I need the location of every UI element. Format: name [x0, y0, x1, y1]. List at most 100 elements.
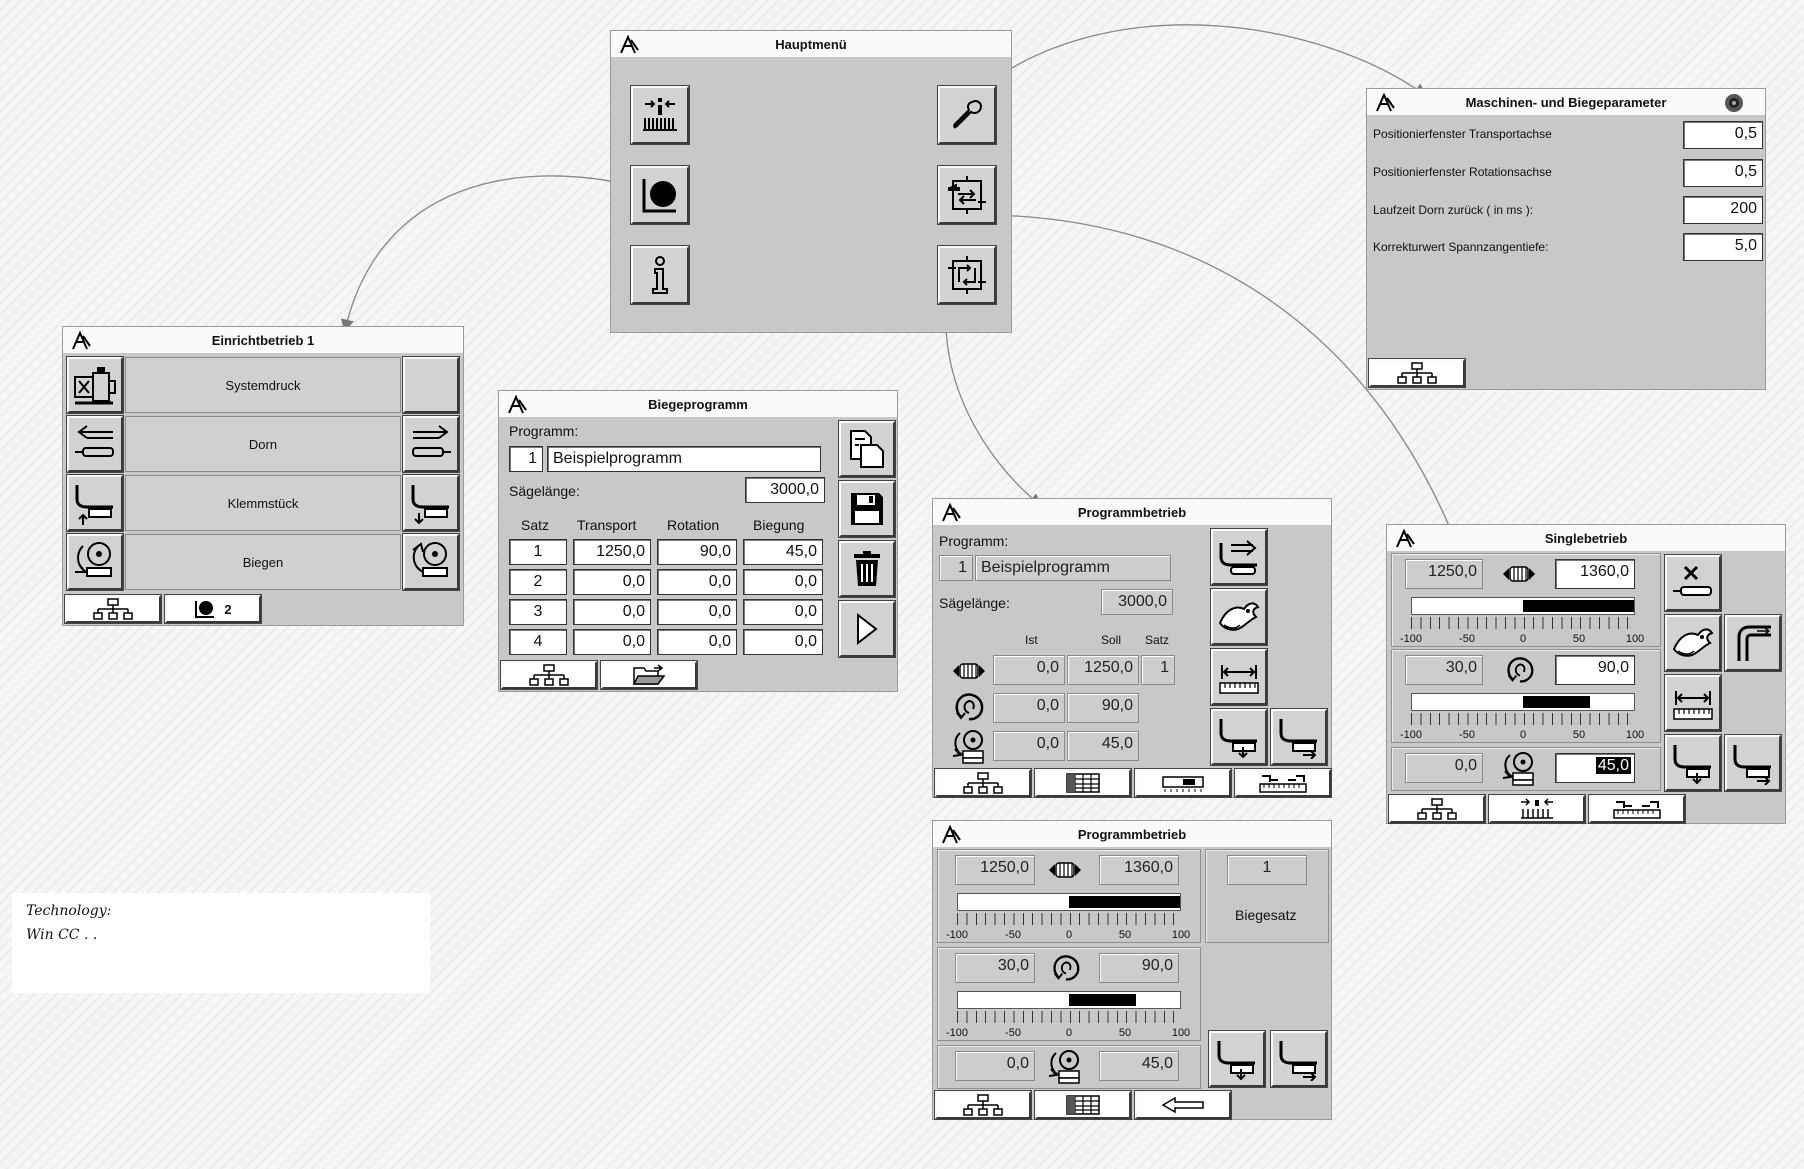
clamp-forward-button[interactable]	[1725, 735, 1781, 791]
pump-button[interactable]	[67, 357, 123, 413]
transport-cell[interactable]: 1250,0	[573, 539, 651, 565]
lubricate-button[interactable]	[1211, 589, 1267, 645]
setup-button[interactable]	[1489, 795, 1585, 823]
biegung-cell[interactable]: 0,0	[743, 569, 823, 595]
logo-icon	[942, 824, 961, 844]
bend-forward-button[interactable]	[403, 534, 459, 590]
bar-view-button[interactable]	[1135, 769, 1231, 797]
biegung-cell[interactable]: 0,0	[743, 599, 823, 625]
biegung-cell[interactable]: 45,0	[743, 539, 823, 565]
lubricate-button[interactable]	[1665, 615, 1721, 671]
saegelaenge-input[interactable]: 3000,0	[745, 477, 825, 503]
systemdruck-toggle-button[interactable]	[403, 357, 459, 413]
bend-axis-icon	[952, 730, 984, 764]
programmbetrieb-panel: Programmbetrieb Programm: 1 Beispielprog…	[932, 498, 1332, 798]
mandrel-back-button[interactable]	[67, 416, 123, 472]
mandrel-off-button[interactable]	[1665, 555, 1721, 611]
bending-button[interactable]	[631, 166, 689, 224]
info-button[interactable]	[631, 246, 689, 304]
home-menu-button[interactable]	[501, 661, 597, 689]
title-bar: Singlebetrieb	[1387, 525, 1785, 551]
satz-cell[interactable]: 3	[509, 599, 567, 625]
rotation-soll-input[interactable]: 90,0	[1555, 655, 1635, 685]
parameters-button[interactable]	[938, 86, 996, 144]
page-number: 2	[224, 601, 232, 617]
next-button[interactable]	[839, 601, 895, 657]
transport-soll-input[interactable]: 1360,0	[1555, 559, 1635, 589]
collet-depth-input[interactable]: 5,0	[1683, 233, 1763, 261]
biegung-cell[interactable]: 0,0	[743, 629, 823, 655]
machine-bed-icon	[1259, 775, 1307, 793]
setup-button[interactable]	[631, 86, 689, 144]
pipe-bend-button[interactable]	[1725, 615, 1781, 671]
rotation-group	[937, 947, 1201, 1041]
mandrel-button[interactable]	[1211, 529, 1267, 585]
title-bar: Programmbetrieb	[933, 821, 1331, 847]
satz-output: 1	[1141, 655, 1175, 685]
clamp-down-button[interactable]	[1211, 709, 1267, 765]
einricht-page-2-button[interactable]: 2	[165, 595, 261, 623]
clamp-down-button[interactable]	[1209, 1031, 1265, 1087]
programm-name-input[interactable]: Beispielprogramm	[547, 446, 821, 472]
home-menu-button[interactable]	[935, 769, 1031, 797]
scale-label: 100	[1171, 929, 1191, 941]
measure-button[interactable]	[1665, 675, 1721, 731]
copy-program-button[interactable]	[839, 421, 895, 477]
satz-cell[interactable]: 1	[509, 539, 567, 565]
biegesatz-label: Biegesatz	[1235, 907, 1297, 923]
back-button[interactable]	[1135, 1091, 1231, 1119]
rotation-window-input[interactable]: 0,5	[1683, 159, 1763, 187]
rotation-cell[interactable]: 0,0	[657, 629, 737, 655]
single-mode-button[interactable]	[938, 166, 996, 224]
scale-label: 50	[1572, 633, 1586, 645]
program-list-button[interactable]	[1035, 769, 1131, 797]
save-button[interactable]	[839, 481, 895, 537]
clamp-forward-button[interactable]	[1271, 709, 1327, 765]
clamp-open-button[interactable]	[67, 475, 123, 531]
biegen-label: Biegen	[242, 554, 284, 570]
mandrel-forward-button[interactable]	[403, 416, 459, 472]
rotation-cell[interactable]: 0,0	[657, 599, 737, 625]
bend-back-button[interactable]	[67, 534, 123, 590]
home-menu-button[interactable]	[935, 1091, 1031, 1119]
einricht-panel: Einrichtbetrieb 1 Systemdruck Dorn Klemm…	[62, 326, 464, 626]
param-label: Laufzeit Dorn zurück ( in ms ):	[1373, 203, 1534, 217]
klemmstueck-label: Klemmstück	[227, 495, 299, 511]
mandrel-runtime-input[interactable]: 200	[1683, 196, 1763, 224]
clamp-forward-button[interactable]	[1271, 1031, 1327, 1087]
programm-number-output: 1	[939, 555, 973, 581]
machine-view-button[interactable]	[1235, 769, 1331, 797]
rotation-cell[interactable]: 90,0	[657, 539, 737, 565]
satz-cell[interactable]: 4	[509, 629, 567, 655]
program-mode-button[interactable]	[938, 246, 996, 304]
delete-button[interactable]	[839, 541, 895, 597]
transport-cell[interactable]: 0,0	[573, 629, 651, 655]
setup-axes-icon	[643, 98, 677, 131]
open-folder-button[interactable]	[601, 661, 697, 689]
rotation-position-bar	[957, 991, 1181, 1009]
singlebetrieb-panel: Singlebetrieb 1250,0 1360,0 -100 -50 0 5…	[1386, 524, 1786, 824]
rotation-cell[interactable]: 0,0	[657, 569, 737, 595]
rotation-axis-icon	[1507, 657, 1534, 683]
transport-cell[interactable]: 0,0	[573, 599, 651, 625]
machine-view-button[interactable]	[1589, 795, 1685, 823]
transport-window-input[interactable]: 0,5	[1683, 121, 1763, 149]
panel-title: Programmbetrieb	[1077, 827, 1187, 842]
single-cycle-icon	[948, 176, 986, 214]
home-menu-button[interactable]	[1389, 795, 1485, 823]
transport-cell[interactable]: 0,0	[573, 569, 651, 595]
clamp-close-button[interactable]	[403, 475, 459, 531]
home-menu-button[interactable]	[65, 595, 161, 623]
gear-icon	[1725, 94, 1743, 112]
logo-icon	[72, 330, 91, 350]
satz-cell[interactable]: 2	[509, 569, 567, 595]
measure-button[interactable]	[1211, 649, 1267, 705]
clamp-down-button[interactable]	[1665, 735, 1721, 791]
program-list-button[interactable]	[1035, 1091, 1131, 1119]
home-menu-button[interactable]	[1369, 359, 1465, 387]
biegung-soll-input[interactable]: 45,0	[1555, 753, 1635, 783]
technology-note: Technology: Win CC . .	[12, 893, 430, 993]
bend-record-icon	[195, 601, 215, 618]
transport-ist-output: 0,0	[993, 655, 1065, 685]
programm-number-input[interactable]: 1	[509, 446, 543, 472]
